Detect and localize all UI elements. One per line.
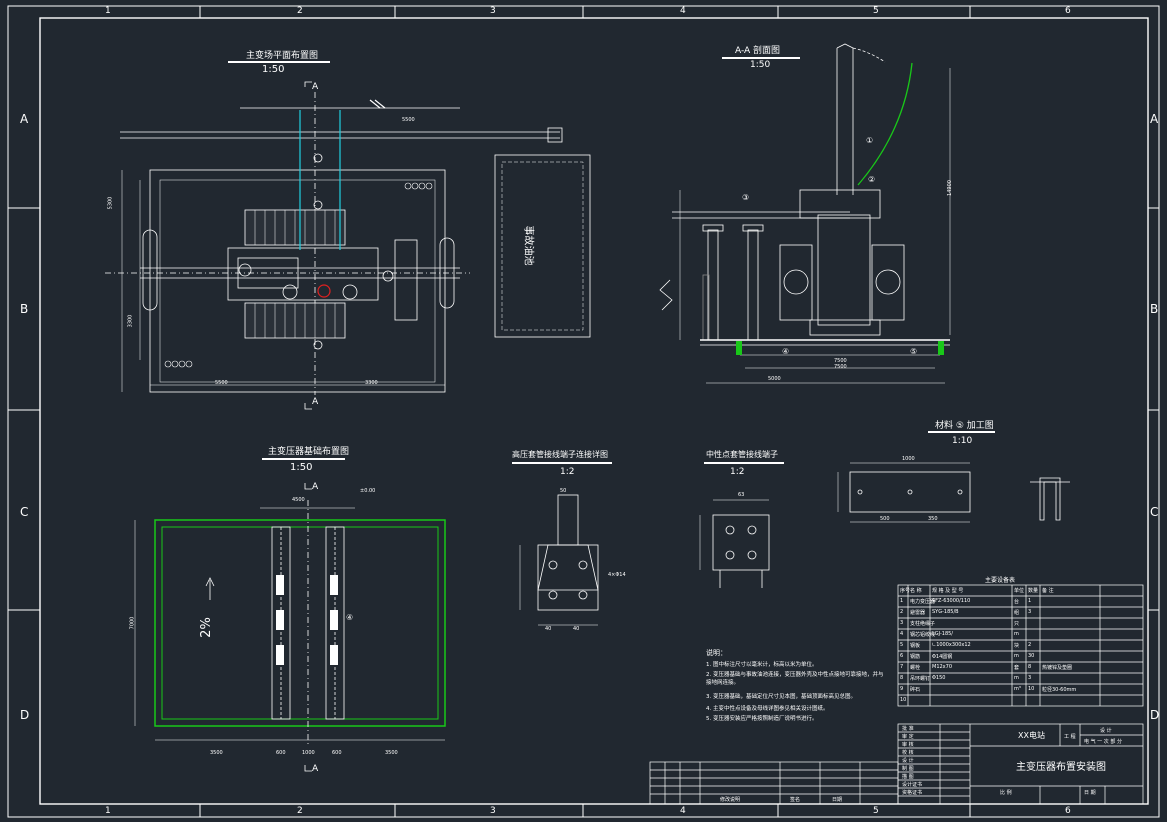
section-view xyxy=(659,43,951,384)
equipment-table xyxy=(897,584,1144,707)
foundation-view xyxy=(134,458,446,772)
plan-conductors xyxy=(299,110,341,250)
neutral-detail xyxy=(699,462,784,588)
hv-detail xyxy=(512,462,612,626)
plan-view xyxy=(105,61,591,410)
drawing-frame xyxy=(7,5,1160,818)
plan-red-marker xyxy=(317,284,331,298)
material-detail xyxy=(837,431,1070,523)
title-block xyxy=(649,723,1144,805)
section-ground-footing xyxy=(736,341,944,355)
plan-small-circles xyxy=(164,182,433,368)
section-green-lead xyxy=(857,62,913,186)
